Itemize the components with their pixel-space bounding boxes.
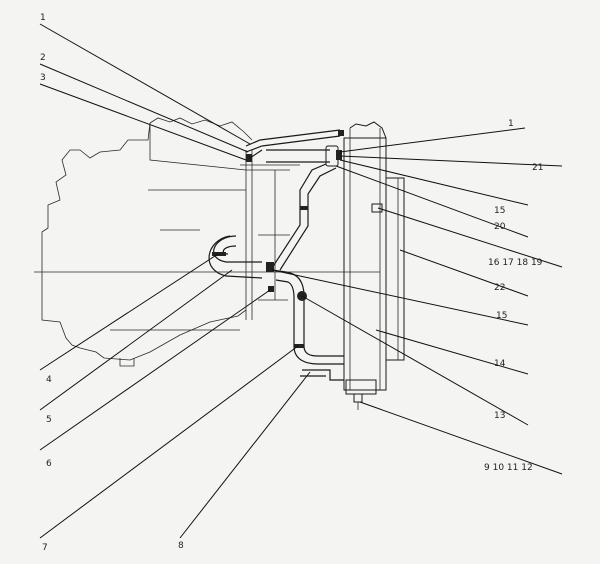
leader-9-12 xyxy=(359,401,563,475)
label-6: 6 xyxy=(46,459,52,469)
label-7: 7 xyxy=(42,543,48,553)
bypass-pipe xyxy=(271,163,337,271)
label-16-19: 16 17 18 19 xyxy=(488,258,543,268)
radiator xyxy=(343,121,405,410)
label-13: 13 xyxy=(494,411,505,421)
leader-1b xyxy=(339,127,526,153)
label-15a: 15 xyxy=(494,206,505,216)
label-3: 3 xyxy=(40,73,46,83)
upper-pipe xyxy=(245,129,344,167)
leader-15b xyxy=(271,269,529,326)
leader-5 xyxy=(39,269,233,411)
leader-3 xyxy=(39,83,247,161)
label-2: 2 xyxy=(40,53,46,63)
leader-8 xyxy=(179,371,311,539)
leader-16-19 xyxy=(377,207,563,268)
callouts: 1 2 3 4 5 6 7 8 1 21 15 20 16 17 18 19 2… xyxy=(40,13,543,553)
leader-2 xyxy=(39,63,249,153)
label-22: 22 xyxy=(494,283,505,293)
label-15b: 15 xyxy=(496,311,507,321)
leader-20 xyxy=(335,165,529,238)
leader-7 xyxy=(39,345,299,539)
label-4: 4 xyxy=(46,375,52,385)
leader-15a xyxy=(339,159,529,206)
label-21: 21 xyxy=(532,163,543,173)
label-8: 8 xyxy=(178,541,184,551)
leader-lines xyxy=(39,23,563,539)
leader-22 xyxy=(399,249,529,297)
label-9-12: 9 10 11 12 xyxy=(484,463,533,473)
leader-1a xyxy=(39,23,251,145)
leader-4 xyxy=(39,253,219,371)
radiator-cap xyxy=(371,203,383,213)
leader-6 xyxy=(39,289,271,451)
label-1b: 1 xyxy=(508,119,514,129)
label-14: 14 xyxy=(494,359,506,369)
leader-14 xyxy=(375,329,529,375)
label-1a: 1 xyxy=(40,13,46,23)
label-5: 5 xyxy=(46,415,52,425)
label-20: 20 xyxy=(494,222,506,232)
leader-13 xyxy=(301,295,529,426)
leader-21 xyxy=(339,155,563,167)
engine-block xyxy=(41,117,300,367)
